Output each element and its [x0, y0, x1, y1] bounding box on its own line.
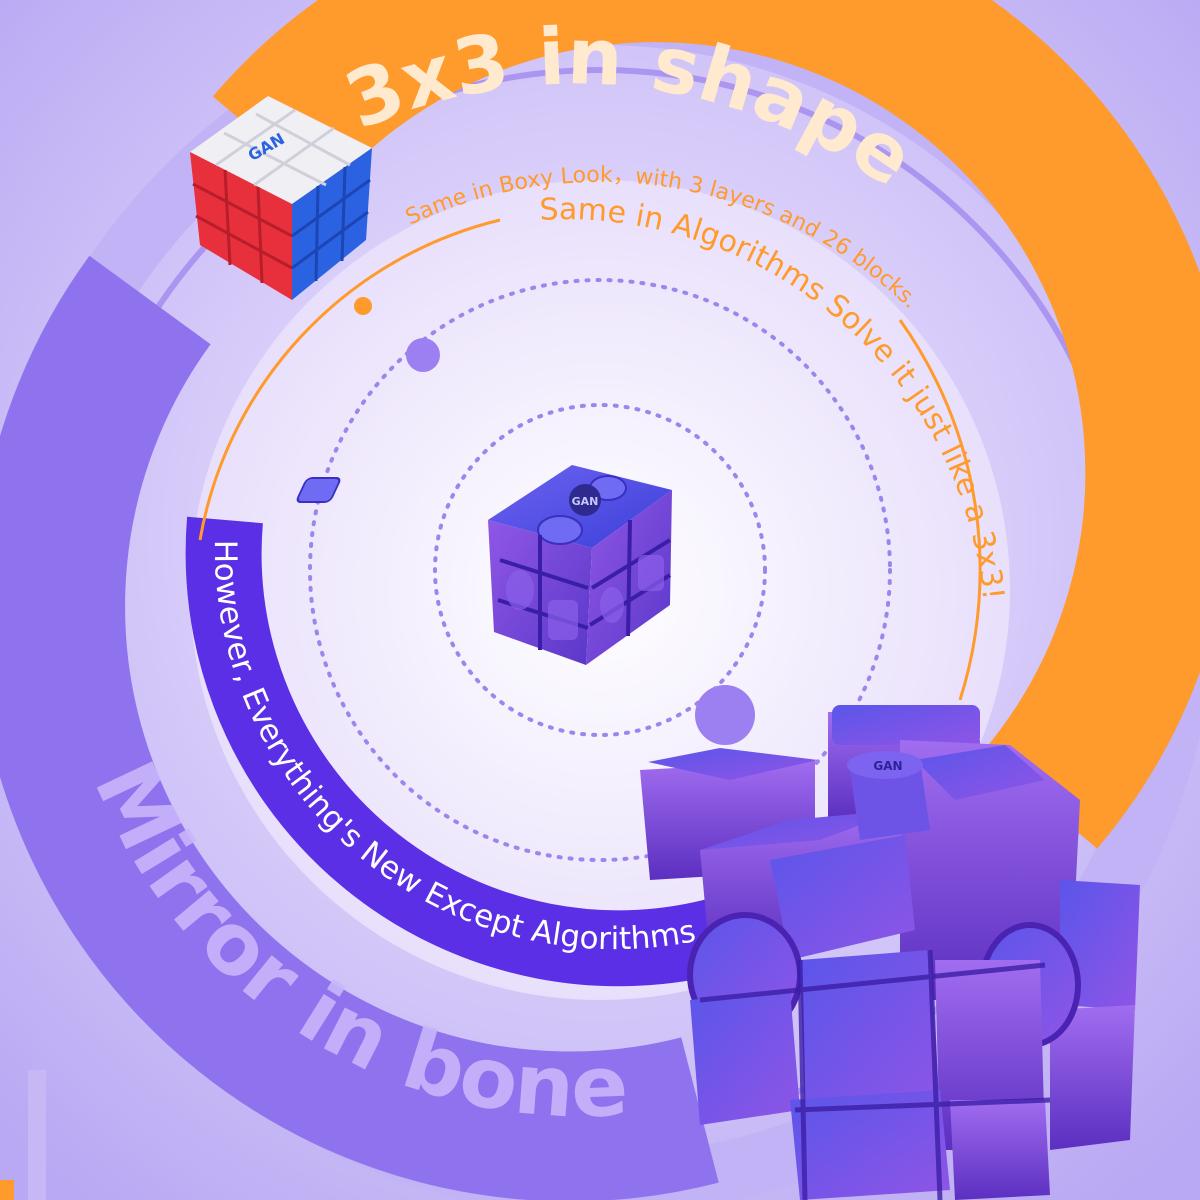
orange-thin-arc-right [898, 319, 982, 701]
orange-dot [354, 297, 372, 315]
orange-thin-arc [198, 218, 501, 541]
decor-block [0, 1180, 14, 1200]
center-mirror-cube: GAN [296, 465, 672, 665]
classic-cube-icon: GAN [190, 96, 372, 300]
dotted-ring-outer [308, 278, 892, 862]
center-cube-logo: GAN [572, 495, 599, 508]
violet-dot [406, 338, 440, 372]
violet-dot-large [695, 685, 755, 745]
purple-band [0, 255, 719, 1200]
orange-band [212, 0, 1200, 849]
center-cube-logo-badge [569, 484, 601, 516]
decor-bar [28, 1070, 46, 1200]
big-cube-logo: GAN [873, 759, 902, 773]
scrambled-mirror-cube: GAN [640, 705, 1140, 1200]
dotted-ring-inner [433, 403, 767, 737]
deep-purple-ribbon [185, 516, 730, 987]
